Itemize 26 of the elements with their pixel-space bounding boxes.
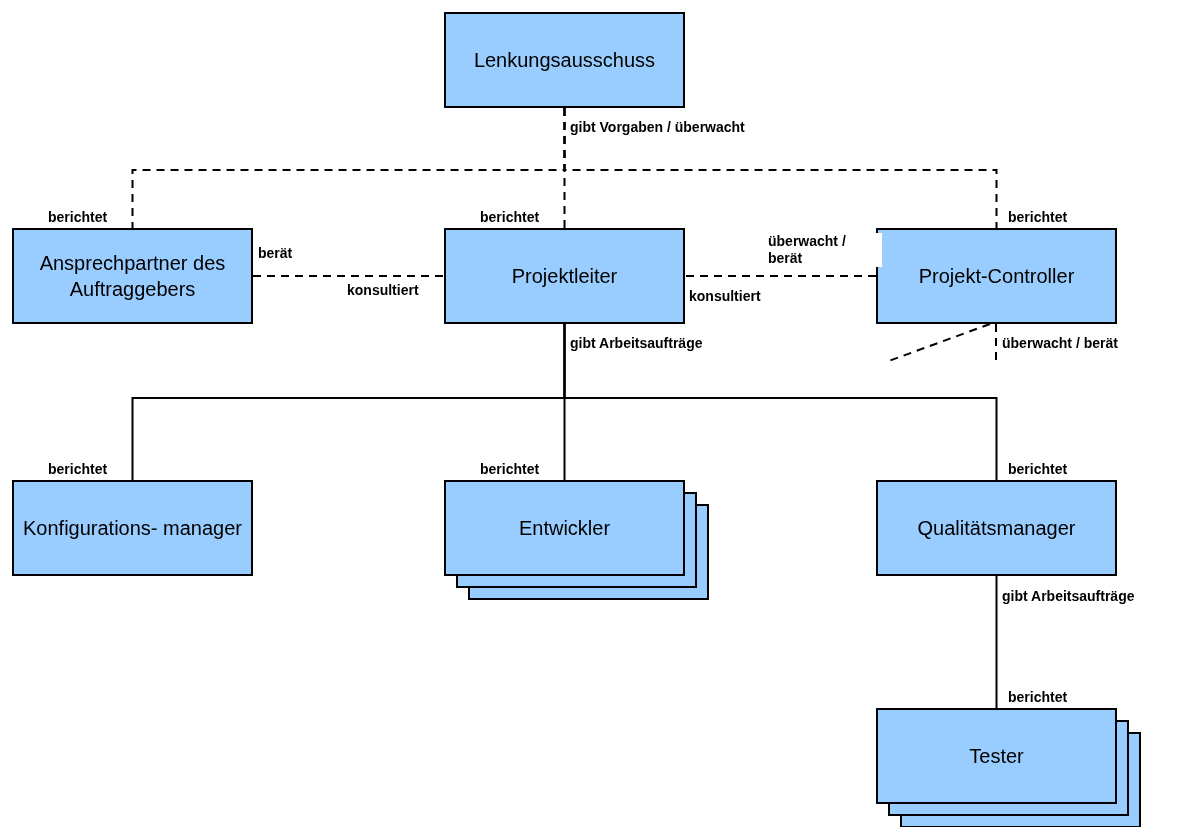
dashed-connector [684,275,877,277]
relation-label: gibt Arbeitsaufträge [1000,588,1137,605]
connector [563,323,998,481]
role-box [876,228,1117,324]
dashed-connector [995,323,997,363]
role-name: Konfigurations- manager [23,516,242,541]
connector [995,575,998,709]
role-box [12,480,253,576]
role-name: Projekt-Controller [918,264,1075,289]
relation-label: gibt Arbeitsaufträge [568,335,705,352]
role-name: Lenkungsausschuss [473,48,656,73]
role-name: Tester [969,744,1024,769]
role-box [876,708,1117,804]
relation-label: gibt Vorgaben / überwacht [568,119,747,136]
role-box [12,228,253,324]
role-box [444,12,685,108]
role-name: Entwickler [518,516,611,541]
role-box [444,480,685,576]
role-name: Qualitätsmanager [917,516,1076,541]
role-box [444,228,685,324]
role-name: Projektleiter [511,264,618,289]
dashed-connector [563,107,998,229]
role-box [876,480,1117,576]
relation-label: überwacht / berät [766,233,882,267]
role-name: Ansprechpartner des Auftraggebers [38,251,227,302]
dashed-connector [252,275,445,277]
